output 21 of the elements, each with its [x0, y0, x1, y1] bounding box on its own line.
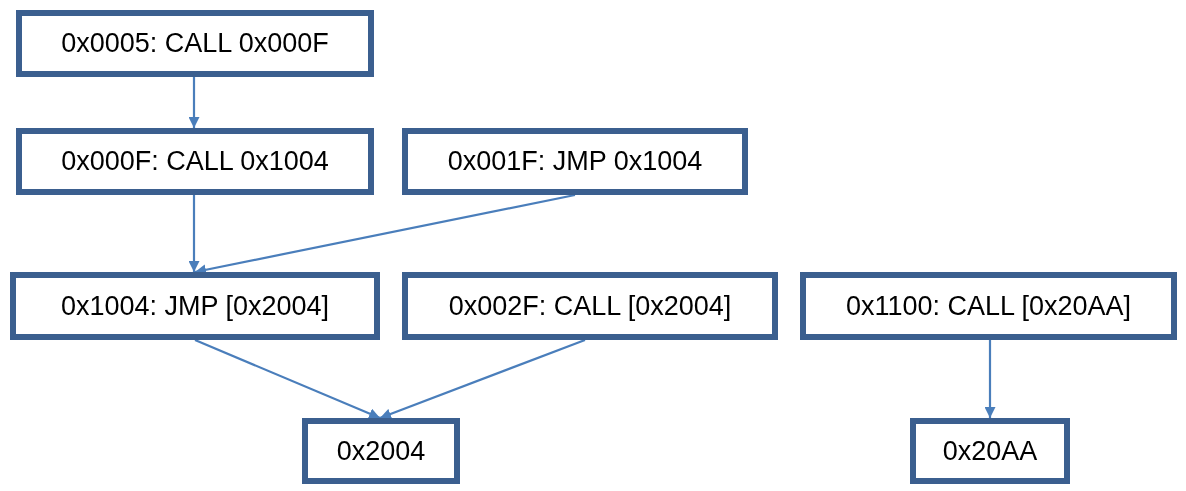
instruction-box [10, 272, 380, 340]
instruction-text: 0x20AA [942, 435, 1038, 467]
instruction-box [302, 418, 460, 484]
instruction-text: 0x1004: JMP [0x2004] [60, 290, 330, 322]
instruction-text: 0x002F: CALL [0x2004] [448, 290, 732, 322]
instruction-box [910, 418, 1070, 484]
instruction-text: 0x000F: CALL 0x1004 [61, 146, 329, 177]
arrow [194, 339, 381, 419]
instruction-box [402, 128, 748, 195]
arrow [188, 195, 200, 272]
arrow [379, 338, 586, 420]
instruction-text: 0x0005: CALL 0x000F [61, 28, 329, 59]
instruction-text: 0x2004 [336, 435, 426, 467]
instruction-box [16, 128, 374, 195]
instruction-text: 0x1100: CALL [0x20AA] [845, 290, 1132, 322]
instruction-box [402, 272, 778, 340]
instruction-text: 0x001F: JMP 0x1004 [447, 146, 703, 177]
instruction-box [16, 10, 374, 77]
arrow [984, 340, 996, 418]
instruction-box [800, 272, 1177, 340]
arrow [188, 77, 200, 128]
